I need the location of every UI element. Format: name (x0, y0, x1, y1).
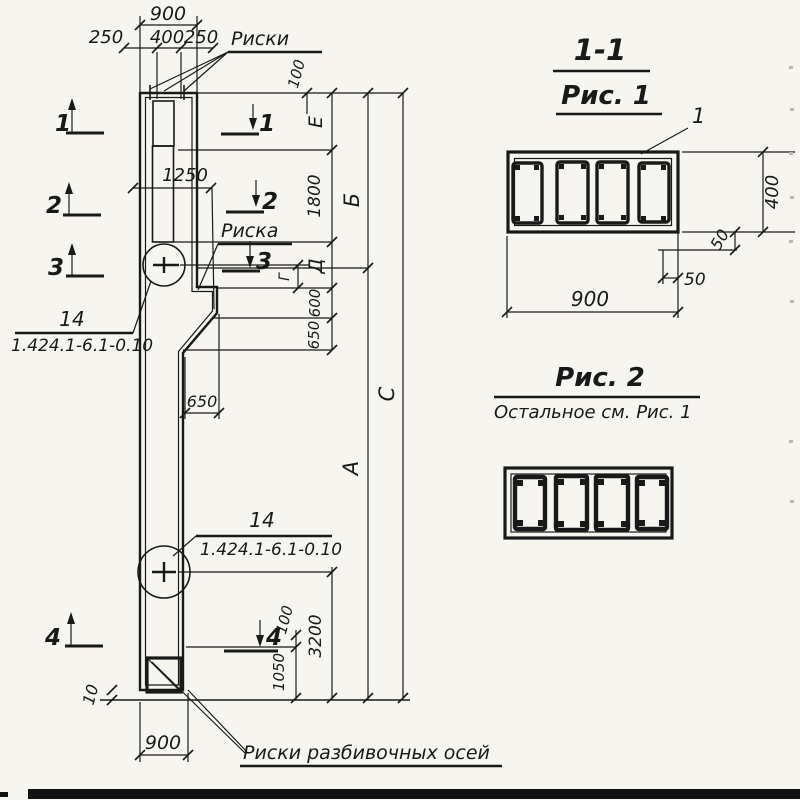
section-marker-right-3: 3 (222, 241, 272, 275)
dim-650-horizontal: 650 (179, 314, 225, 419)
dim-section-width: 900 (501, 232, 684, 318)
embedded-plate-base (145, 656, 183, 694)
dim-900-value: 900 (571, 287, 609, 311)
dim-250-right: 250 (184, 27, 218, 48)
section-marker-right-1: 1 (221, 104, 275, 137)
dim-E: Е (305, 116, 327, 128)
dim-400: 400 (150, 27, 184, 48)
dim-600: 600 (306, 289, 324, 318)
embedded-plate-top (151, 100, 175, 243)
lifting-loop-top (142, 243, 186, 287)
section-marker-right-2: 2 (226, 180, 278, 215)
item-series: 1.424.1-6.1-0.10 (200, 540, 342, 560)
base-line: 10 (79, 682, 410, 707)
riski-bottom-callout: Риски разбивочных осей (151, 661, 502, 768)
section-marker-right-4: 4 (224, 620, 282, 653)
dim-A: А (339, 461, 363, 477)
dim-b900-value: 900 (145, 732, 181, 754)
riski-top-label: Риски (231, 28, 289, 50)
bar-callout: 1 (692, 104, 705, 128)
dim-1250-value: 1250 (162, 165, 208, 186)
section-marker-left-3: 3 (48, 243, 104, 281)
riska-label: Риска (221, 220, 278, 242)
scan-artifacts (789, 66, 794, 503)
item-number: 14 (249, 508, 274, 532)
riski-top-callout: Риски (149, 28, 322, 100)
item-callout-top: 14 1.424.1-6.1-0.10 (11, 280, 153, 356)
dim-50a-value: 50 (706, 226, 733, 253)
section-number: 2 (262, 189, 278, 215)
riska-callout: Риска (197, 220, 292, 291)
dim-top-chain: 250 400 250 (89, 27, 219, 99)
section-number: 3 (256, 249, 272, 275)
dim-250-left: 250 (89, 27, 123, 48)
figure-caption: Рис. 1 (561, 81, 651, 111)
dim-650h-value: 650 (187, 392, 218, 411)
dim-B: Б (340, 193, 364, 207)
item-callout-bottom: 14 1.424.1-6.1-0.10 (172, 508, 342, 560)
lifting-loop-bottom (137, 545, 332, 599)
stirrup-loops (512, 473, 670, 533)
stirrup-loops (511, 160, 671, 225)
dim-650v: 650 (305, 321, 323, 350)
column-elevation: 900 250 400 250 Риски 1250 (11, 3, 502, 768)
dim-10-value: 10 (79, 682, 103, 707)
dim-400-value: 400 (762, 175, 783, 209)
dim-D: Д (305, 259, 327, 275)
dim-top100-value: 100 (284, 58, 309, 90)
dim-chains: 100 Е 1800 Д 600 650 3200 Г 100 1050 Б А (174, 58, 409, 704)
figure-1-section: 1-1 Рис. 1 1 (501, 33, 795, 318)
section-title: 1-1 (574, 33, 626, 67)
section-marker-left-1: 1 (55, 98, 104, 137)
dim-1250: 1250 (127, 165, 217, 310)
item-number: 14 (59, 307, 84, 331)
dim-G: Г (277, 272, 293, 281)
rebar-dots (515, 164, 666, 221)
riski-bottom-label: Риски разбивочных осей (243, 742, 490, 764)
dim-bottom-900: 900 (134, 693, 194, 762)
section-marker-left-2: 2 (46, 182, 101, 219)
section-number: 1 (55, 111, 71, 137)
dim-1800: 1800 (305, 174, 325, 217)
column-outline (138, 91, 219, 692)
figure-2-section: Рис. 2 Остальное см. Рис. 1 (494, 363, 700, 540)
section-number: 2 (46, 193, 62, 219)
dim-top-overall-value: 900 (150, 3, 186, 25)
section-number: 4 (265, 625, 282, 651)
dim-1050: 1050 (270, 653, 288, 691)
dim-covers: 50 50 (657, 226, 741, 290)
section-number: 1 (259, 111, 275, 137)
figure-note: Остальное см. Рис. 1 (494, 402, 692, 423)
item-series: 1.424.1-6.1-0.10 (11, 336, 153, 356)
dim-50b-value: 50 (684, 270, 706, 290)
dim-section-height: 400 (682, 146, 795, 238)
figure-caption: Рис. 2 (555, 363, 645, 393)
dim-3200: 3200 (306, 614, 326, 657)
dim-C: С (375, 386, 399, 401)
section-number: 3 (48, 255, 64, 281)
bottom-scan-bar (0, 789, 800, 799)
section-number: 4 (44, 625, 61, 651)
rebar-dots (517, 479, 665, 527)
section-marker-left-4: 4 (44, 612, 103, 651)
